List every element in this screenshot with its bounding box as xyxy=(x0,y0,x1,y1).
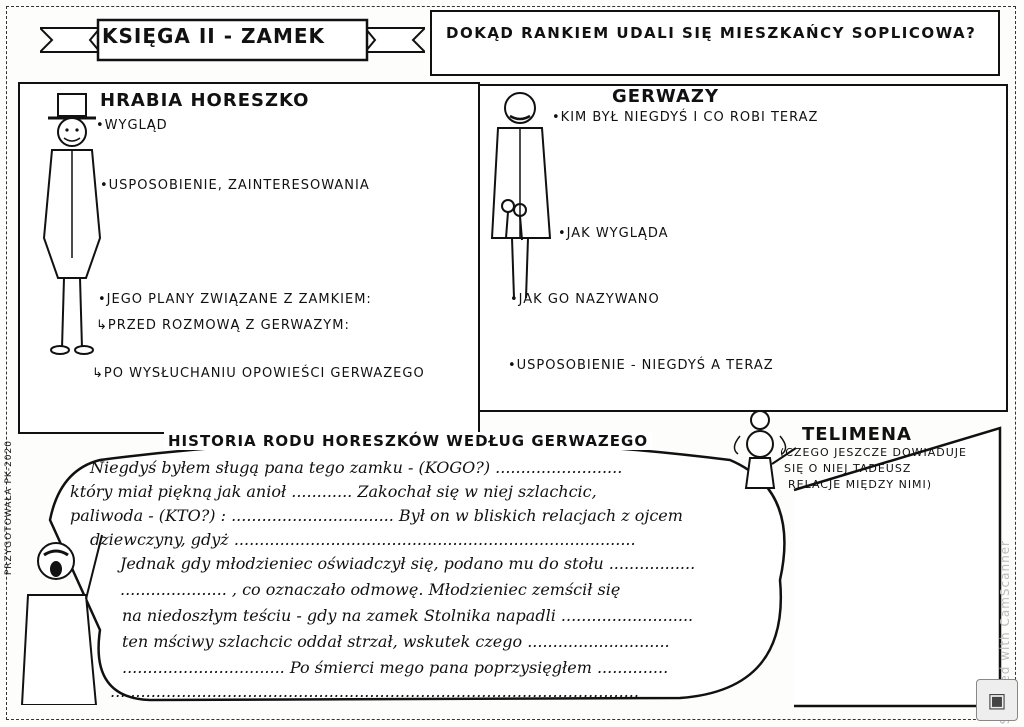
gerwazy-usposobienie: •USPOSOBIENIE - NIEGDYŚ A TERAZ xyxy=(508,358,774,373)
telimena-section: TELIMENA (CZEGO JESZCZE DOWIADUJE SIĘ O … xyxy=(733,410,1004,710)
story-line: który miał piękną jak anioł ............… xyxy=(70,482,597,501)
story-line: ........................................… xyxy=(110,682,639,701)
gerwazy-figure-icon xyxy=(490,92,552,299)
hrabia-przed: ↳PRZED ROZMOWĄ Z GERWAZYM: xyxy=(96,318,350,333)
telimena-subtitle: RELACJE MIĘDZY NIMI) xyxy=(788,478,933,491)
camscanner-logo-icon: ▣ xyxy=(976,679,1018,721)
question-box: DOKĄD RANKIEM UDALI SIĘ MIESZKAŃCY SOPLI… xyxy=(430,10,1000,76)
story-line: dziewczyny, gdyż .......................… xyxy=(90,530,636,549)
hrabia-wyglad: •WYGLĄD xyxy=(96,118,168,133)
gerwazy-section: GERWAZY •KIM BYŁ NIEGDYŚ I CO ROBI TERAZ… xyxy=(478,84,1008,412)
count-figure-icon xyxy=(42,93,102,355)
gerwazy-wyglad: •JAK WYGLĄDA xyxy=(558,226,669,241)
gerwazy-nazywano: •JAK GO NAZYWANO xyxy=(510,292,660,307)
banner-ribbon-icon xyxy=(37,18,428,62)
story-line: Jednak gdy młodzieniec oświadczył się, p… xyxy=(120,554,696,573)
question-text: DOKĄD RANKIEM UDALI SIĘ MIESZKAŃCY SOPLI… xyxy=(446,24,977,42)
page-frame xyxy=(6,6,1016,720)
story-section: HISTORIA RODU HORESZKÓW WEDŁUG GERWAZEGO… xyxy=(20,430,790,712)
telimena-subtitle: (CZEGO JESZCZE DOWIADUJE xyxy=(780,446,968,459)
telimena-title: TELIMENA xyxy=(802,424,912,445)
story-line: Niegdyś byłem sługą pana tego zamku - (K… xyxy=(90,458,623,477)
chapter-banner xyxy=(37,16,428,64)
hrabia-po: ↳PO WYSŁUCHANIU OPOWIEŚCI GERWAZEGO xyxy=(92,366,425,381)
telimena-box-outline-icon xyxy=(793,426,1002,708)
story-line: ................................ Po śmie… xyxy=(122,658,669,677)
author-note: PRZYGOTOWAŁA PK-2020 xyxy=(4,440,14,576)
telimena-figure-icon xyxy=(733,410,797,489)
story-line: paliwoda - (KTO?) : ....................… xyxy=(70,506,683,525)
hrabia-title: HRABIA HORESZKO xyxy=(100,90,310,111)
gerwazy-speaking-icon xyxy=(20,534,103,705)
hrabia-usposobienie: •USPOSOBIENIE, ZAINTERESOWANIA xyxy=(100,178,370,193)
story-line: ten mściwy szlachcic oddał strzał, wskut… xyxy=(122,632,670,651)
chapter-title: KSIĘGA II - ZAMEK xyxy=(102,24,326,48)
story-line: na niedoszłym teściu - gdy na zamek Stol… xyxy=(122,606,694,625)
gerwazy-kim: •KIM BYŁ NIEGDYŚ I CO ROBI TERAZ xyxy=(552,110,819,125)
gerwazy-title: GERWAZY xyxy=(612,86,719,107)
telimena-subtitle: SIĘ O NIEJ TADEUSZ xyxy=(784,462,912,475)
story-title: HISTORIA RODU HORESZKÓW WEDŁUG GERWAZEGO xyxy=(164,432,653,450)
story-line: ..................... , co oznaczało odm… xyxy=(120,580,621,599)
hrabia-plany: •JEGO PLANY ZWIĄZANE Z ZAMKIEM: xyxy=(98,292,372,307)
hrabia-section: HRABIA HORESZKO •WYGLĄD •USPOSOBIENIE, Z… xyxy=(18,82,480,434)
